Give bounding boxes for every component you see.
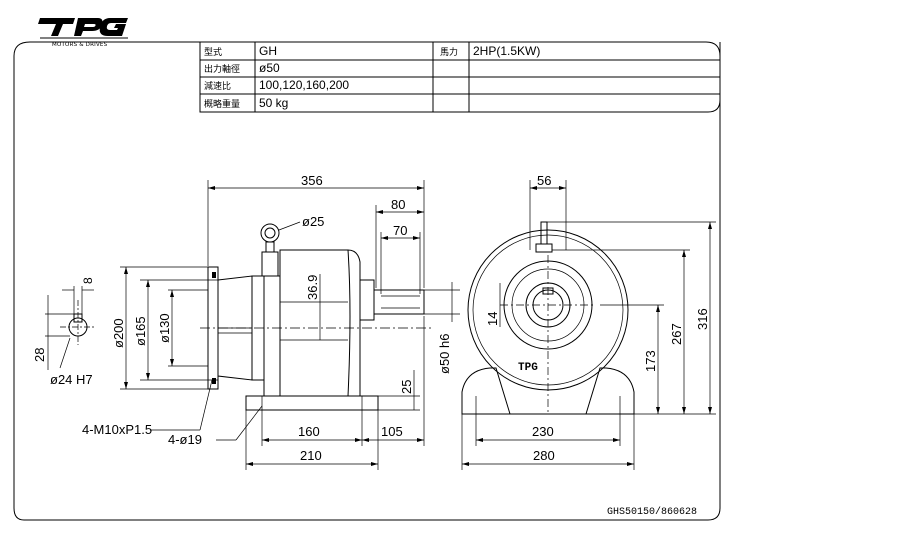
dim-foot-height: 25 (399, 380, 414, 394)
label-tap-holes: 4-M10xP1.5 (82, 422, 152, 437)
spec-label-model: 型式 (204, 46, 222, 58)
label-foot-holes: 4-ø19 (168, 432, 202, 447)
drawing-frame (13, 41, 721, 521)
dim-foot-overhang: 105 (381, 424, 403, 439)
spec-label-shaft: 出力軸徑 (204, 63, 240, 75)
dim-bolt-circle: ø130 (157, 313, 172, 343)
label-eyebolt: ø25 (302, 214, 324, 229)
spec-value-power: 2HP(1.5KW) (473, 44, 540, 58)
spec-value-ratio: 100,120,160,200 (259, 78, 349, 92)
dim-key-height: 14 (485, 312, 500, 326)
dim-shaft-dia: ø50 h6 (437, 334, 452, 374)
shaft-detail (45, 286, 96, 370)
spec-value-model: GH (259, 44, 277, 58)
tpg-logo: MOTORS & DRIVES (38, 18, 128, 48)
dim-overall-length: 356 (301, 173, 323, 188)
end-view: TPG (461, 221, 635, 415)
spec-value-weight: 50 kg (259, 96, 288, 110)
bore-dim: ø24 H7 (50, 372, 93, 387)
spec-table (199, 42, 721, 113)
frame-top-right (200, 41, 721, 57)
dim-foot-width: 280 (533, 448, 555, 463)
dim-shaft-offset: 36.9 (305, 275, 320, 300)
spec-label-weight: 概略重量 (204, 98, 240, 110)
dim-shaft-height: 173 (643, 350, 658, 372)
drawing-code: GHS50150/860628 (607, 506, 697, 518)
dim-total-height: 316 (695, 308, 710, 330)
spec-label-power: 馬力 (440, 46, 458, 58)
dim-key-length: 70 (393, 223, 407, 238)
dim-housing-height: 267 (669, 323, 684, 345)
logo-tagline: MOTORS & DRIVES (52, 42, 108, 48)
key-depth-dim: 28 (32, 348, 47, 362)
end-view-dimensions (461, 180, 716, 470)
dim-flange-dia: ø200 (111, 318, 126, 348)
dim-foot-center: 160 (298, 424, 320, 439)
dim-pilot-dia: ø165 (133, 316, 148, 346)
dim-foot-length: 210 (300, 448, 322, 463)
dim-key-top-width: 56 (537, 173, 551, 188)
end-view-logo: TPG (518, 362, 538, 374)
key-width-dim: 8 (81, 277, 95, 284)
spec-label-ratio: 減速比 (204, 80, 231, 92)
dim-shaft-length: 80 (391, 197, 405, 212)
side-view-dimensions (120, 180, 460, 470)
side-view (200, 223, 432, 411)
dim-foot-bolt-span: 230 (532, 424, 554, 439)
spec-value-shaft: ø50 (259, 61, 280, 75)
